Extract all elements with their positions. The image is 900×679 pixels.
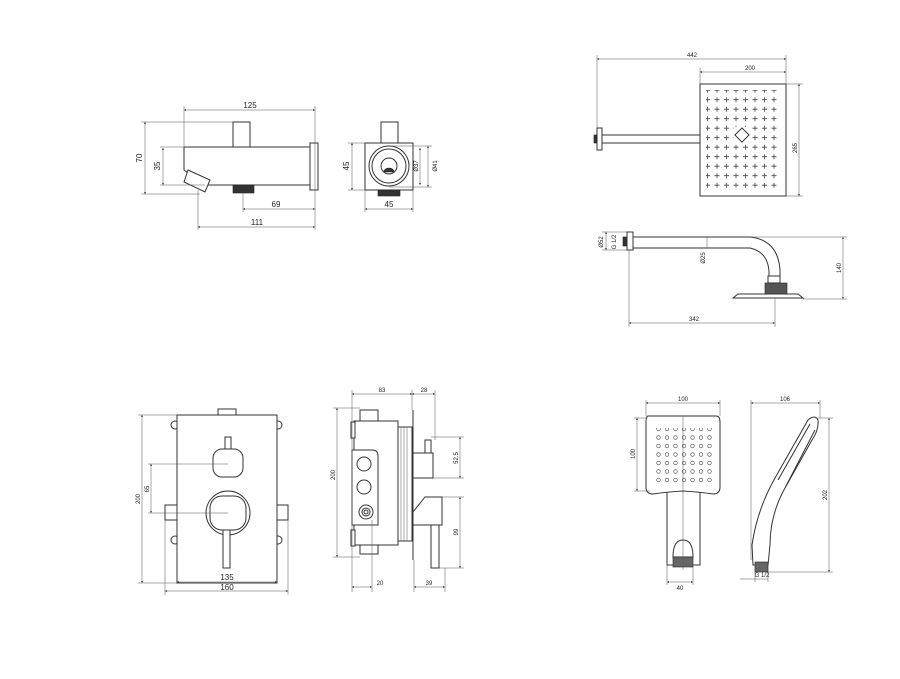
dim-arm-diameter: Ø25 (701, 252, 707, 264)
dim-head-length: 265 (793, 142, 799, 153)
dim-inner-width: 135 (220, 573, 234, 582)
dim-handle-spacing: 65 (145, 485, 151, 492)
dim-trim-depth: 28 (421, 388, 428, 394)
dim-handle-width: 40 (677, 586, 684, 592)
spout-outlet (183, 169, 211, 193)
dim-outer-diameter: Ø41 (433, 160, 439, 172)
hand-shower-body (751, 416, 819, 566)
dim-lever-offset: 99 (454, 528, 460, 535)
dim-arm-thread: G 1/2 (612, 234, 618, 249)
overhead-shower-side-view: Ø52 G 1/2 Ø25 140 342 (599, 231, 847, 327)
dim-body-depth: 83 (379, 388, 386, 394)
dim-outlet-offset: 69 (272, 200, 281, 209)
dim-head-width: 200 (745, 66, 756, 72)
wall-flange (309, 142, 319, 191)
mixer-body-rings (397, 426, 413, 542)
mixer-front-view: 200 65 135 160 (136, 408, 289, 595)
bath-spout-side-view: 125 70 35 69 111 (135, 101, 319, 230)
upper-handle (212, 448, 244, 478)
dim-lever-depth: 39 (426, 581, 433, 587)
dim-front-height: 45 (342, 161, 351, 170)
shower-arm (601, 134, 701, 144)
lever-side (412, 496, 443, 526)
dim-spout-projection: 111 (251, 218, 264, 227)
dim-spout-body-height: 35 (153, 161, 162, 170)
dim-hand-head-height: 100 (631, 448, 637, 459)
dim-flange-diameter: Ø52 (599, 236, 605, 248)
shower-head-disc (731, 293, 805, 299)
spout-body (183, 146, 311, 186)
arm-flange (596, 127, 603, 151)
upper-handle-side (412, 452, 434, 479)
dim-side-height: 200 (331, 469, 337, 480)
lever (222, 529, 231, 569)
dim-total-length: 442 (687, 53, 698, 59)
dim-spout-height: 70 (135, 153, 144, 162)
dim-inner-diameter: Ø37 (414, 160, 420, 172)
dim-drop-height: 140 (837, 262, 843, 273)
dim-outer-width: 160 (220, 583, 234, 592)
dim-hand-head-width: 100 (678, 397, 689, 403)
dim-plate-height: 200 (136, 493, 142, 504)
aerator (232, 184, 255, 194)
mixer-side-view: 83 28 200 52.5 99 20 39 (331, 388, 464, 592)
bath-spout-front-view: 45 45 Ø37 Ø41 (342, 121, 439, 212)
diverter-knob (232, 121, 251, 148)
dim-hand-depth: 106 (780, 397, 791, 403)
dim-upper-handle-offset: 52.5 (454, 452, 460, 464)
dim-rear-offset: 20 (377, 581, 384, 587)
dim-hand-length: 202 (823, 489, 829, 500)
dim-front-width: 45 (385, 200, 394, 209)
dim-spout-length: 125 (243, 101, 257, 110)
overhead-shower-top-view: 442 200 265 (593, 53, 803, 197)
hand-shower-front-view: 100 100 40 (631, 397, 721, 592)
hand-shower-side-view: 106 202 G 1/2 (740, 397, 833, 582)
dim-arm-projection: 342 (689, 317, 700, 323)
dim-hand-thread: G 1/2 (755, 573, 770, 579)
